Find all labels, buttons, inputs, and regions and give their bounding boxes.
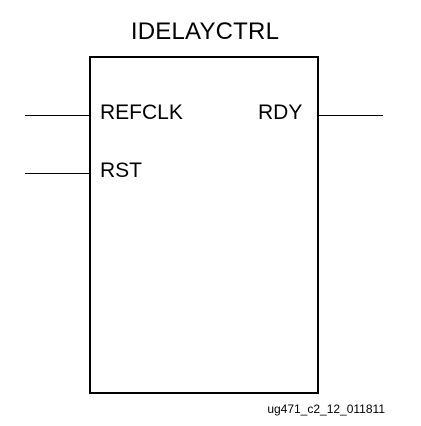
rst-pin-line [25, 173, 89, 174]
refclk-label: REFCLK [100, 101, 183, 124]
rdy-pin-line [319, 115, 383, 116]
figure-id: ug471_c2_12_011811 [267, 402, 385, 416]
block-title: IDELAYCTRL [130, 18, 280, 45]
idelayctrl-block [89, 56, 319, 394]
rst-label: RST [100, 159, 142, 182]
rdy-label: RDY [258, 101, 303, 124]
refclk-pin-line [25, 115, 89, 116]
